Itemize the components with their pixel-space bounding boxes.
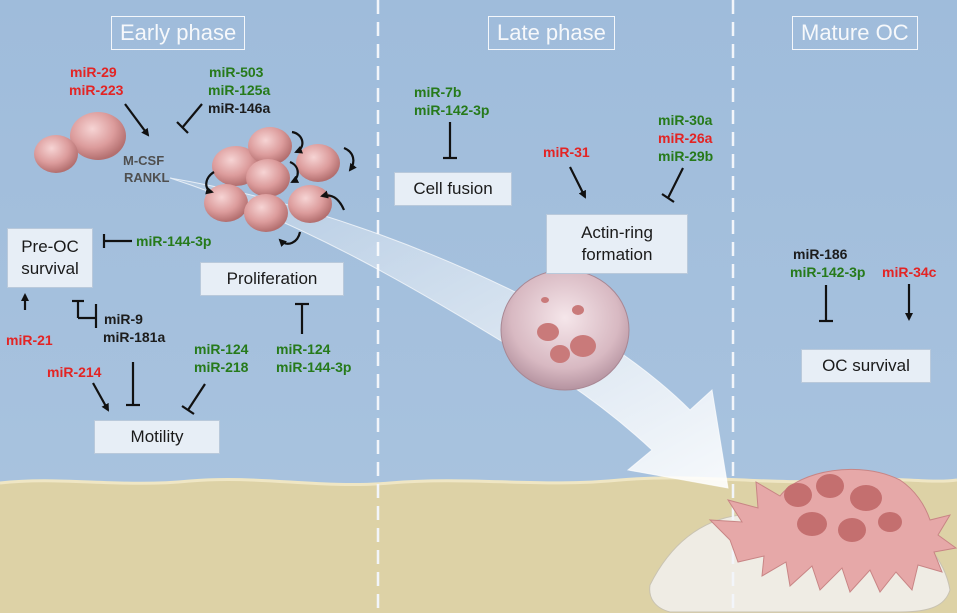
mir-144-3p-label-b: miR-144-3p: [276, 359, 352, 375]
regulation-arrows: [21, 103, 913, 415]
pre-oc-label-line2: survival: [21, 259, 79, 278]
mir-29b-label: miR-29b: [658, 148, 714, 164]
mir-9-label: miR-9: [104, 311, 143, 327]
mir-223-label: miR-223: [69, 82, 124, 98]
fusing-cell: [500, 269, 630, 391]
mir-146a-label: miR-146a: [208, 100, 271, 116]
mir-124-label-a: miR-124: [194, 341, 249, 357]
mir-31-label: miR-31: [543, 144, 590, 160]
mature-oc-title: Mature OC: [792, 16, 918, 50]
mir-181a-label: miR-181a: [103, 329, 166, 345]
proliferation-curl-arrows: [205, 130, 357, 248]
mir-29-label: miR-29: [70, 64, 117, 80]
early-phase-title: Early phase: [111, 16, 246, 50]
mir-218-label: miR-218: [194, 359, 249, 375]
mir-142-3p-label-b: miR-142-3p: [790, 264, 866, 280]
mir-214-label: miR-214: [47, 364, 102, 380]
oc-survival-box: OC survival: [801, 349, 931, 383]
mcsf-label: M-CSF: [123, 153, 165, 168]
motility-box: Motility: [94, 420, 220, 454]
mir-30a-label: miR-30a: [658, 112, 713, 128]
pre-oc-survival-box: Pre-OC survival: [7, 228, 93, 288]
mir-7b-label: miR-7b: [414, 84, 462, 100]
cell-fusion-box: Cell fusion: [394, 172, 512, 206]
mir-186-label: miR-186: [793, 246, 848, 262]
pre-oc-label-line1: Pre-OC: [21, 237, 79, 256]
mir-26a-label: miR-26a: [658, 130, 713, 146]
mir-125a-label: miR-125a: [208, 82, 271, 98]
rankl-label: RANKL: [124, 170, 170, 185]
mature-osteoclast: [708, 468, 957, 593]
progression-arrow: [169, 177, 729, 489]
mir-21-label: miR-21: [6, 332, 53, 348]
mir-144-3p-label-a: miR-144-3p: [136, 233, 212, 249]
actin-ring-box: Actin-ring formation: [546, 214, 688, 274]
actin-label-line1: Actin-ring: [581, 223, 653, 242]
actin-label-line2: formation: [581, 245, 653, 264]
mir-34c-label: miR-34c: [882, 264, 937, 280]
mir-124-label-b: miR-124: [276, 341, 331, 357]
late-phase-title: Late phase: [488, 16, 615, 50]
mir-142-3p-label-a: miR-142-3p: [414, 102, 490, 118]
proliferation-box: Proliferation: [200, 262, 344, 296]
mir-503-label: miR-503: [209, 64, 264, 80]
